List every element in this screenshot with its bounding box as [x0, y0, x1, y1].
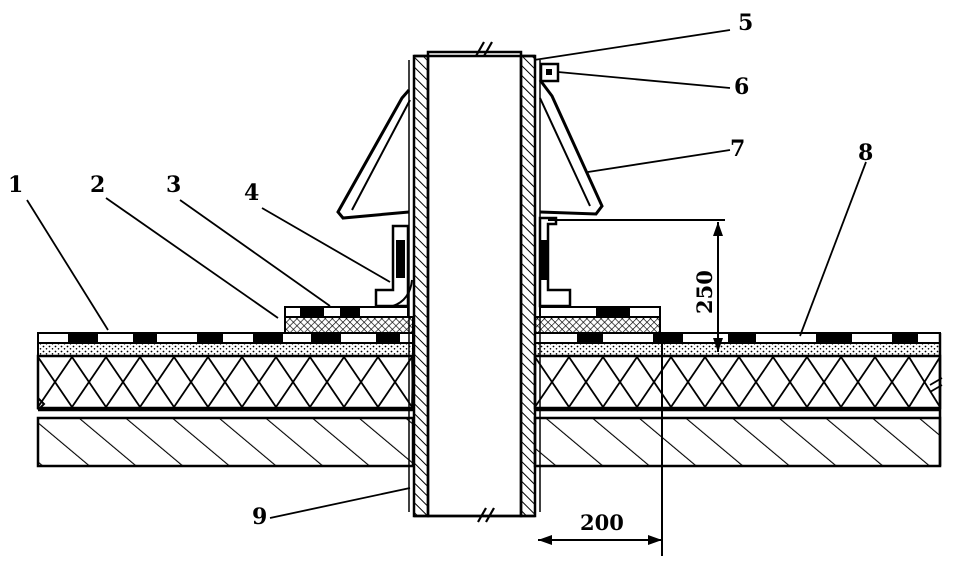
left-roof-layers [36, 332, 415, 468]
left-roofing-carpet-marks [68, 334, 400, 342]
left-concrete-slab [36, 416, 415, 468]
callout-5: 5 [738, 10, 753, 36]
pipe-channel [426, 50, 523, 518]
callout-6: 6 [734, 74, 749, 100]
callout-9: 9 [252, 504, 267, 530]
right-insulation-crosses [534, 356, 941, 408]
pipe-top-break [475, 41, 493, 57]
left-break-mark [37, 397, 46, 411]
umbrella-right-outer [538, 79, 604, 216]
dimension-height-label: 250 [692, 270, 717, 314]
umbrella-left-outer [336, 89, 411, 220]
pipe [408, 41, 541, 523]
callout-1: 1 [8, 172, 23, 198]
right-screed [534, 342, 941, 357]
clamp-bolt [539, 62, 560, 83]
dimension-200 [538, 340, 663, 556]
leader-lines [26, 29, 867, 519]
callout-7: 7 [730, 136, 745, 162]
callout-2: 2 [90, 172, 105, 198]
left-insulation-crosses [37, 356, 414, 408]
pipe-wall-left [412, 54, 430, 518]
left-screed [37, 342, 414, 357]
right-sealant [541, 240, 549, 280]
dimension-250 [548, 219, 725, 352]
right-flashing [534, 216, 661, 334]
left-sealant [396, 240, 405, 278]
left-flashing [284, 224, 414, 334]
right-roofing-carpet-marks [577, 334, 918, 342]
pipe-wall-right [519, 54, 537, 518]
callout-4: 4 [244, 180, 259, 206]
pipe-bottom-break [477, 507, 495, 523]
umbrella-cap [336, 79, 604, 220]
dimension-width-label: 200 [580, 510, 624, 535]
right-roof-layers [533, 332, 943, 468]
callout-8: 8 [858, 140, 873, 166]
right-concrete-slab [533, 416, 942, 468]
callout-3: 3 [166, 172, 181, 198]
